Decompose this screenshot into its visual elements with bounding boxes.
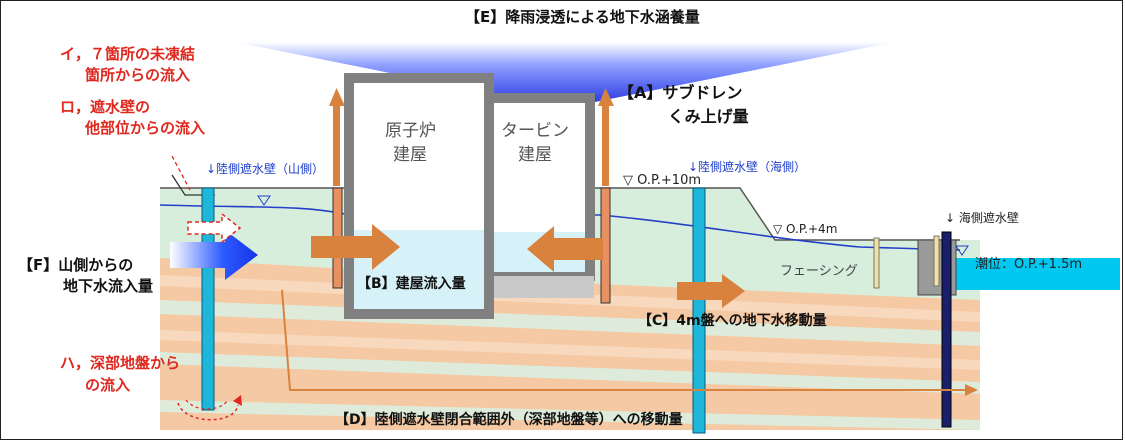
label-rain-recharge: 【E】降雨浸透による地下水涵養量	[465, 8, 700, 26]
label-frozen-wall-mountain: ↓陸側遮水壁（山側）	[206, 162, 325, 176]
label-turbine-line2: 建屋	[518, 145, 552, 165]
label-i-line1: イ，７箇所の未凍結	[60, 45, 196, 63]
label-frozen-wall-sea-side: ↓陸側遮水壁（海側）	[688, 160, 807, 174]
label-building-inflow: 【B】建屋流入量	[357, 276, 466, 292]
flow-arrow-into-reactor	[311, 224, 400, 270]
label-subdrain-line2: くみ上げ量	[668, 107, 749, 126]
subdrain-up-arrow-right	[598, 88, 614, 186]
label-reactor-line1: 原子炉	[385, 121, 436, 141]
water-level-marker-1	[257, 195, 271, 206]
rain-recharge-fan	[235, 42, 895, 108]
frozen-wall-sea-side	[692, 187, 706, 434]
label-tide: 潮位：O.P.+1.5m	[975, 257, 1083, 272]
subdrain-up-arrow-left	[329, 88, 345, 186]
ha-arrowhead	[233, 395, 242, 406]
label-reactor-line2: 建屋	[393, 145, 427, 165]
label-op10: ▽ O.P.+10m	[623, 173, 702, 188]
label-ro-line2: 他部位からの流入	[85, 119, 206, 137]
ha-inflow-swirl-2	[185, 399, 229, 410]
label-sea-wall: ↓ 海側遮水壁	[945, 211, 1019, 225]
label-F-line2: 地下水流入量	[63, 277, 154, 295]
label-turbine-line1: タービン	[501, 121, 569, 141]
label-to-4m-platform: 【C】4m盤への地下水移動量	[638, 313, 827, 329]
label-ha-line2: の流入	[85, 376, 131, 394]
label-F-line1: 【F】山側からの	[18, 256, 134, 274]
sea	[952, 258, 1120, 290]
water-level-marker-2	[955, 245, 969, 256]
label-i-line2: 箇所からの流入	[85, 66, 191, 84]
ha-inflow-swirl	[177, 402, 239, 421]
mountain-inflow-arrow	[170, 230, 258, 280]
ro-red-dashed	[171, 155, 191, 191]
flow-arrow-into-turbine	[527, 226, 603, 272]
label-outflow-D: 【D】陸側遮水壁閉合範囲外（深部地盤等）への移動量	[335, 412, 683, 428]
label-subdrain-line1: 【A】サブドレン	[618, 83, 743, 102]
flow-arrow-to-4m	[677, 274, 745, 308]
sea-wall	[941, 231, 952, 428]
facing-pile-2	[933, 235, 940, 287]
ro-inflow-arrow	[187, 212, 242, 244]
label-ha-line1: ハ，深部地盤から	[60, 354, 181, 372]
outflow-arrowhead-D	[965, 384, 978, 396]
label-facing: フェーシング	[780, 264, 858, 279]
label-op4: ▽ O.P.+4m	[773, 222, 838, 236]
outflow-line-D	[281, 289, 972, 391]
facing-pile-1	[873, 237, 880, 289]
turbine-base	[494, 276, 594, 298]
label-ro-line1: ロ，遮水壁の	[60, 98, 151, 116]
